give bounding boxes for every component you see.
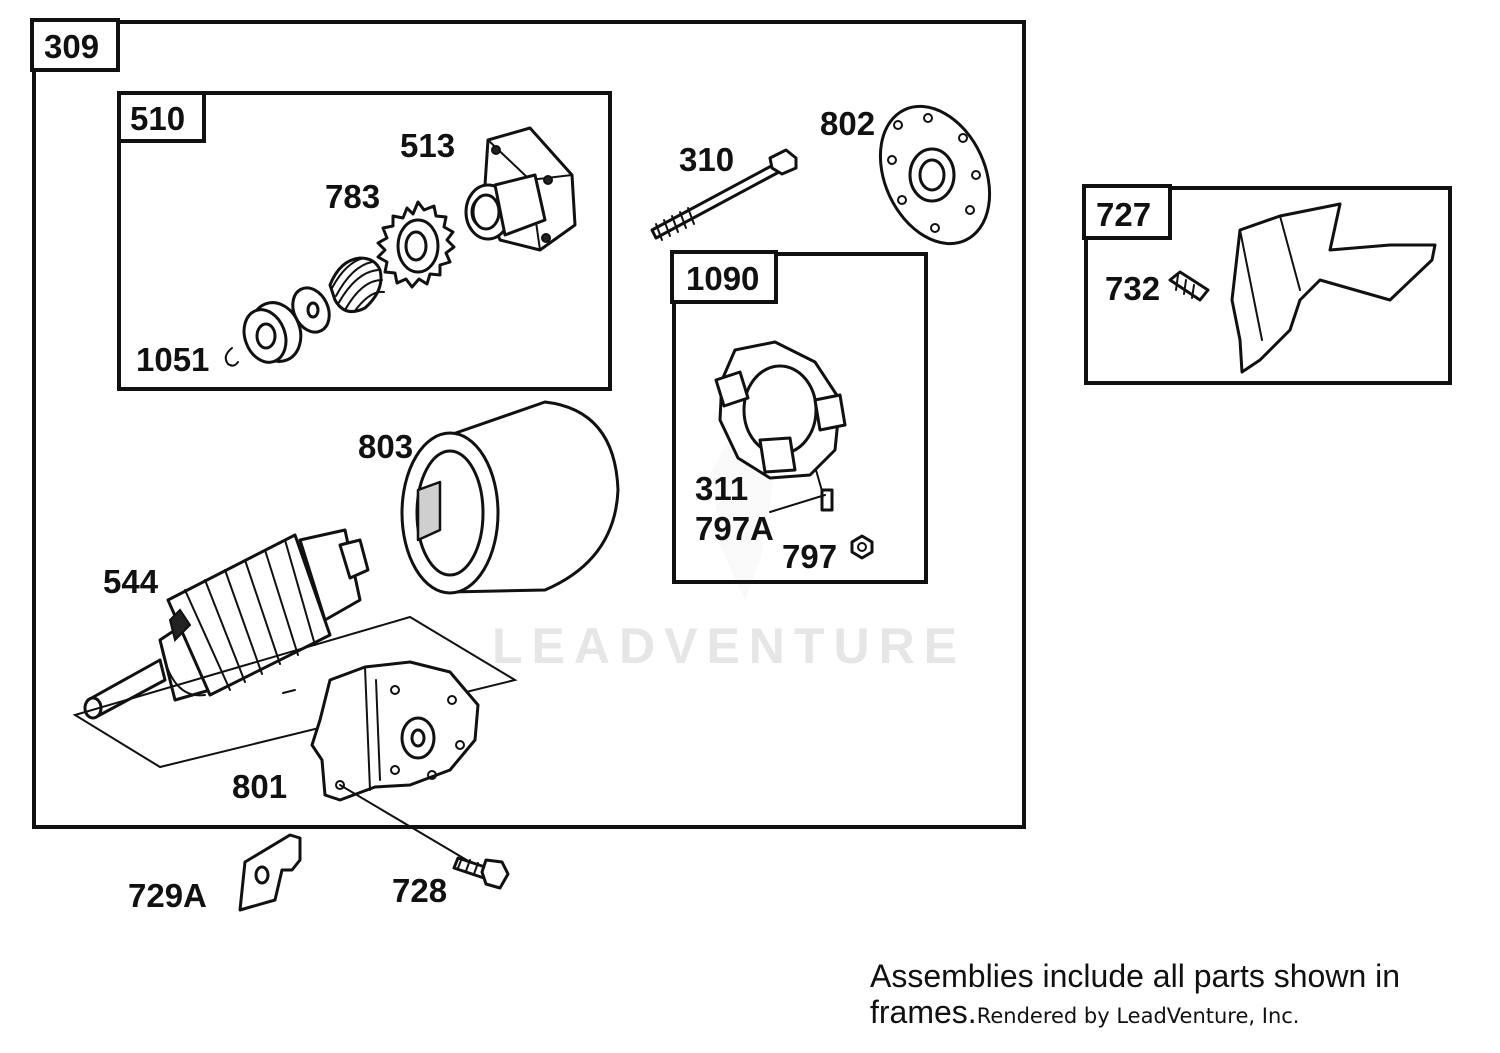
motor-housing-part-803[interactable] <box>400 400 620 595</box>
leader-797A <box>769 494 826 513</box>
assembly-plane-outline <box>72 615 518 769</box>
armature-part-544[interactable] <box>83 528 370 720</box>
label-783: 783 <box>325 178 380 215</box>
end-cap-part-802[interactable] <box>859 89 1010 262</box>
label-729A: 729A <box>128 877 207 914</box>
label-544: 544 <box>103 563 159 600</box>
label-797A: 797A <box>695 510 774 547</box>
shield-part-727[interactable] <box>1168 202 1437 374</box>
leader-728 <box>339 784 471 863</box>
frame-1090[interactable]: 1090 <box>670 250 928 584</box>
label-310: 310 <box>679 141 734 178</box>
label-803: 803 <box>358 428 413 465</box>
assembly-note-text: Assemblies include all parts shown in fr… <box>870 958 1401 1030</box>
label-732: 732 <box>1105 270 1160 307</box>
retaining-ring-part-1051[interactable] <box>224 347 239 367</box>
label-801: 801 <box>232 768 287 805</box>
label-311: 311 <box>695 470 748 507</box>
frame-1090-label: 1090 <box>686 260 759 297</box>
stop-collar-part[interactable] <box>237 296 309 369</box>
pinion-gear-part-783[interactable] <box>376 200 456 289</box>
label-797: 797 <box>782 538 837 575</box>
screw-part-728[interactable] <box>452 856 510 890</box>
nut-part-797[interactable] <box>850 534 874 560</box>
assembly-note: Assemblies include all parts shown in fr… <box>870 958 1490 1034</box>
label-513: 513 <box>400 127 455 164</box>
brush-holder-part-1090[interactable] <box>714 340 847 512</box>
drive-housing-part-513[interactable] <box>464 126 577 252</box>
frame-309[interactable]: 309 <box>30 18 1026 829</box>
label-802: 802 <box>820 105 875 142</box>
frame-510[interactable]: 510 <box>117 91 612 391</box>
frame-727[interactable]: 727 <box>1082 184 1452 385</box>
rendered-by-credit: Rendered by LeadVenture, Inc. <box>976 1004 1300 1028</box>
frame-727-label: 727 <box>1096 196 1151 233</box>
thru-bolt-part-310[interactable] <box>650 148 798 241</box>
spring-part[interactable] <box>328 256 385 314</box>
frame-510-label: 510 <box>130 100 185 137</box>
plane-dash <box>282 689 296 694</box>
label-1051: 1051 <box>136 341 209 378</box>
washer-part[interactable] <box>286 282 336 338</box>
frame-309-label: 309 <box>44 28 99 65</box>
end-plate-part-801[interactable] <box>310 660 480 802</box>
label-728: 728 <box>392 872 447 909</box>
watermark: LEADVENTURE <box>492 618 966 674</box>
bracket-part-729A[interactable] <box>238 833 302 912</box>
